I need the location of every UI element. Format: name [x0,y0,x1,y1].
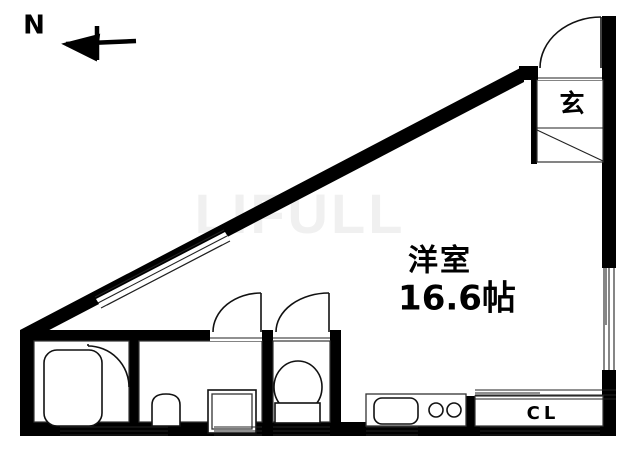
hall-door-left-opening [210,330,262,341]
main-room-area: 16.6帖 [398,279,516,319]
washroom-area [138,340,263,436]
diagonal-window-line-a [97,235,228,304]
bath-door-arc [87,345,130,388]
main-room-label-group: 洋室 16.6帖 [398,244,516,319]
hall-door-left-arc [212,292,262,333]
entrance-door-arc [539,16,602,69]
bottom-wall-windows [480,426,600,436]
wall-partition-closet [466,396,475,422]
washbasin-icon [151,393,181,427]
wall-partition-bath [128,341,139,422]
wall-partition-toilet-left [262,341,273,422]
wall-stub-between-doors [262,330,273,342]
hall-door-right-arc [275,292,330,333]
closet-label: CL [527,403,560,424]
compass-north-letter: N [23,11,45,41]
wall-genkan-upper-right [602,16,616,76]
toilet-tank-icon [274,402,321,424]
bathroom-door-swing [87,344,130,388]
genkan-floor [536,79,604,163]
bathtub-icon [43,349,103,427]
wall-left-exterior [20,330,34,436]
kitchen-sink-icon [373,397,419,425]
closet-area: CL [474,389,616,427]
compass-arrow-head [61,33,101,62]
compass-rose: N [23,11,137,62]
hall-doors [210,292,330,341]
wall-partition-toilet-right [330,341,341,422]
kitchen-area [365,393,467,436]
main-room-name: 洋室 [408,244,472,279]
genkan-area: 玄 [536,79,604,163]
diagonal-window-line-c [94,229,225,298]
toilet-area [272,340,331,436]
washing-machine-inner [211,393,253,430]
entrance-door-opening [538,66,602,80]
sliding-window-diagonal-wall [94,229,231,309]
shoe-box-diagonal [536,129,604,162]
diagonal-window-sash-overlap [106,244,223,306]
wall-right-exterior [602,16,616,436]
hall-door-right-opening [273,330,330,341]
stove-burner-right-icon [446,402,462,418]
wall-interior-top-left [20,330,106,341]
genkan-label: 玄 [559,89,584,118]
entrance-door-swing [538,16,602,80]
wall-genkan-left [531,78,537,164]
bathroom-area [33,340,168,436]
stove-burner-left-icon [428,402,444,418]
closet-floor [474,395,604,427]
sliding-window-right-wall [602,268,616,370]
